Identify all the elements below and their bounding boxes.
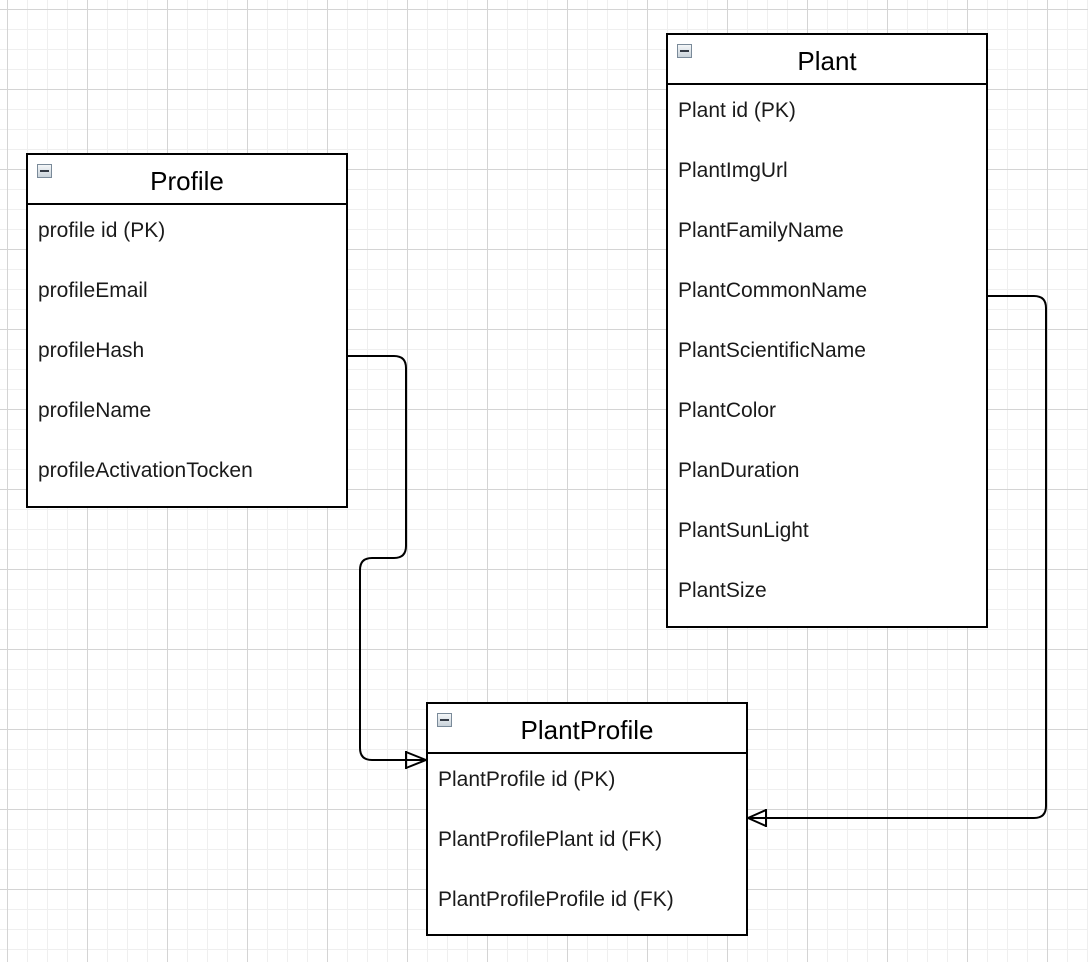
attribute-row[interactable]: PlantProfile id (PK): [438, 768, 616, 791]
entity-title: Profile: [150, 166, 224, 196]
attribute-row[interactable]: profileName: [38, 399, 152, 422]
entity-header: Plant: [668, 35, 986, 85]
crowfoot-one-or-many-icon: [405, 751, 427, 769]
attribute-row[interactable]: PlantScientificName: [678, 339, 866, 362]
attribute-row[interactable]: PlantImgUrl: [678, 159, 788, 182]
collapse-minus-icon[interactable]: [437, 713, 452, 727]
attribute-row[interactable]: profileActivationTocken: [38, 459, 253, 482]
attribute-row[interactable]: PlanDuration: [678, 459, 800, 482]
attribute-row[interactable]: profileHash: [38, 339, 145, 362]
attribute-row[interactable]: profile id (PK): [38, 219, 166, 242]
crowfoot-one-or-many-icon: [747, 809, 767, 827]
entity-header: PlantProfile: [428, 704, 746, 754]
plant-entity[interactable]: Plant Plant id (PK) PlantImgUrl PlantFam…: [666, 33, 988, 628]
entity-title: PlantProfile: [520, 715, 654, 745]
attribute-row[interactable]: PlantCommonName: [678, 279, 868, 302]
attribute-row[interactable]: profileEmail: [38, 279, 148, 302]
entity-header: Profile: [28, 155, 346, 205]
plant-to-plantprofile-connector[interactable]: [748, 295, 1047, 819]
attribute-list: Plant id (PK) PlantImgUrl PlantFamilyNam…: [668, 85, 986, 625]
collapse-minus-icon[interactable]: [677, 44, 692, 58]
attribute-row[interactable]: PlantColor: [678, 399, 777, 422]
attribute-row[interactable]: PlantProfilePlant id (FK): [438, 828, 663, 851]
profile-to-plantprofile-connector[interactable]: [348, 355, 426, 761]
attribute-list: PlantProfile id (PK) PlantProfilePlant i…: [428, 754, 746, 934]
attribute-row[interactable]: PlantSunLight: [678, 519, 809, 542]
attribute-row[interactable]: PlantProfileProfile id (FK): [438, 888, 674, 911]
plantprofile-entity[interactable]: PlantProfile PlantProfile id (PK) PlantP…: [426, 702, 748, 936]
entity-title: Plant: [797, 46, 857, 76]
attribute-row[interactable]: PlantFamilyName: [678, 219, 844, 242]
attribute-row[interactable]: Plant id (PK): [678, 99, 796, 122]
attribute-row[interactable]: PlantSize: [678, 579, 767, 602]
attribute-list: profile id (PK) profileEmail profileHash…: [28, 205, 346, 505]
collapse-minus-icon[interactable]: [37, 164, 52, 178]
profile-entity[interactable]: Profile profile id (PK) profileEmail pro…: [26, 153, 348, 508]
